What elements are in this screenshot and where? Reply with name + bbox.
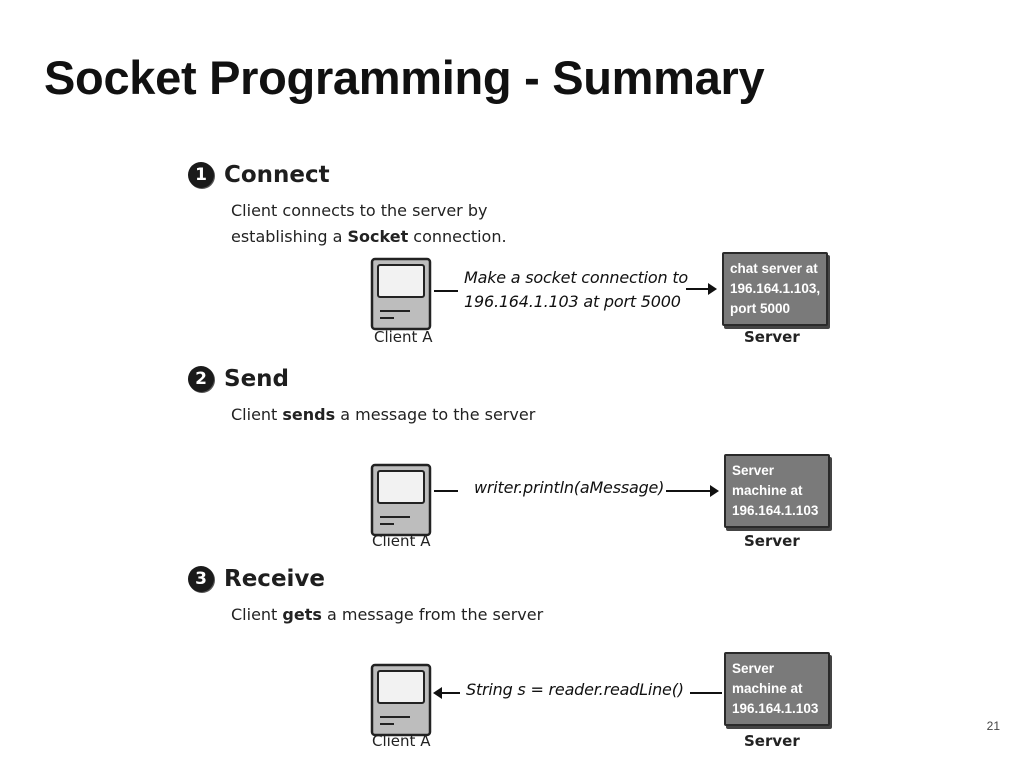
server-label: Server bbox=[744, 532, 800, 550]
server-info-line: Server bbox=[732, 463, 775, 478]
step-number-badge: 1 bbox=[188, 162, 214, 188]
server-info-line: Server bbox=[732, 661, 775, 676]
client-label: Client A bbox=[372, 532, 431, 550]
keyword-gets: gets bbox=[282, 605, 322, 624]
server-info: Server machine at 196.164.1.103 bbox=[732, 461, 818, 521]
step-number-badge: 3 bbox=[188, 566, 214, 592]
server-info-line: machine at bbox=[732, 483, 803, 498]
step-send: 2 Send Client sends a message to the ser… bbox=[188, 366, 848, 566]
server-info-line: 196.164.1.103, bbox=[730, 281, 821, 296]
server-box: Server machine at 196.164.1.103 bbox=[724, 652, 830, 726]
step-title: Receive bbox=[224, 566, 326, 592]
arrow-right-icon bbox=[666, 485, 719, 497]
step-header: 2 Send bbox=[188, 366, 289, 392]
arrow-left-icon bbox=[433, 687, 460, 699]
keyword-sends: sends bbox=[282, 405, 336, 424]
step-connect: 1 Connect Client connects to the server … bbox=[188, 162, 848, 362]
server-info-line: 196.164.1.103 bbox=[732, 701, 819, 716]
slide-title: Socket Programming - Summary bbox=[44, 51, 765, 104]
keyword-socket: Socket bbox=[347, 227, 409, 246]
message-text: writer.println(aMessage) bbox=[474, 478, 665, 497]
step-description: Client sends a message to the server bbox=[231, 405, 536, 424]
step-description: Client connects to the server by establi… bbox=[231, 198, 507, 250]
computer-icon bbox=[370, 257, 432, 331]
arrow-right-icon bbox=[686, 283, 717, 295]
server-box: chat server at 196.164.1.103, port 5000 bbox=[722, 252, 828, 326]
step-header: 1 Connect bbox=[188, 162, 330, 188]
message-text: String s = reader.readLine() bbox=[466, 680, 684, 699]
step-number-badge: 2 bbox=[188, 366, 214, 392]
step-header: 3 Receive bbox=[188, 566, 325, 592]
server-label: Server bbox=[744, 328, 800, 346]
message-line: Make a socket connection to bbox=[464, 268, 688, 287]
computer-icon bbox=[370, 463, 432, 537]
connector-line bbox=[434, 290, 458, 292]
message-text: Make a socket connection to 196.164.1.10… bbox=[464, 266, 688, 314]
connector-line bbox=[690, 692, 722, 694]
server-info-line: machine at bbox=[732, 681, 803, 696]
step-description-line: Client connects to the server by bbox=[231, 201, 488, 220]
message-line: 196.164.1.103 at port 5000 bbox=[464, 292, 681, 311]
step-title: Connect bbox=[224, 162, 330, 188]
server-label: Server bbox=[744, 732, 800, 750]
server-info-line: 196.164.1.103 bbox=[732, 503, 819, 518]
connector-line bbox=[434, 490, 458, 492]
server-box: Server machine at 196.164.1.103 bbox=[724, 454, 830, 528]
server-info: chat server at 196.164.1.103, port 5000 bbox=[730, 259, 820, 319]
step-receive: 3 Receive Client gets a message from the… bbox=[188, 566, 848, 766]
step-title: Send bbox=[224, 366, 290, 392]
server-info: Server machine at 196.164.1.103 bbox=[732, 659, 818, 719]
page-number: 21 bbox=[986, 719, 1000, 733]
client-label: Client A bbox=[372, 732, 431, 750]
server-info-line: port 5000 bbox=[730, 301, 791, 316]
computer-icon bbox=[370, 663, 432, 737]
step-description-line: establishing a Socket connection. bbox=[231, 227, 507, 246]
client-label: Client A bbox=[374, 328, 433, 346]
step-description: Client gets a message from the server bbox=[231, 605, 544, 624]
server-info-line: chat server at bbox=[730, 261, 818, 276]
